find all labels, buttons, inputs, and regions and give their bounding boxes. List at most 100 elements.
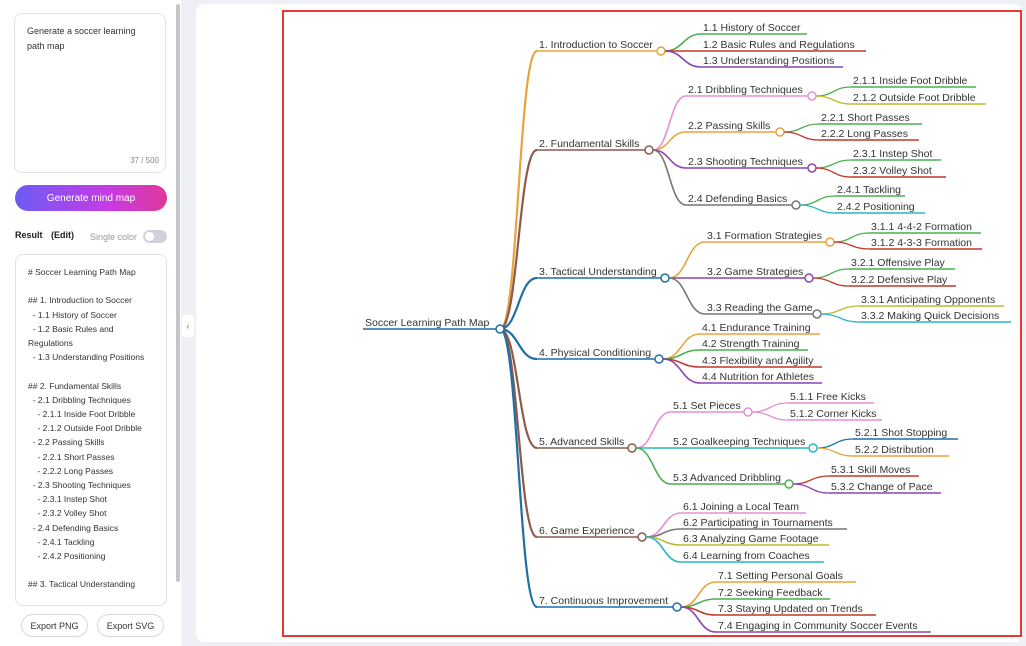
connector-line bbox=[792, 475, 830, 485]
toggle-knob bbox=[145, 232, 154, 241]
single-color-label: Single color bbox=[90, 232, 138, 242]
subtopic-node: 2.3 Shooting Techniques bbox=[688, 156, 803, 168]
connector-line bbox=[652, 131, 687, 151]
markdown-line: - 1.1 History of Soccer bbox=[28, 309, 117, 320]
single-color-toggle[interactable] bbox=[143, 230, 167, 243]
subtopic-node: 3.1 Formation Strategies bbox=[707, 230, 822, 242]
collapse-node-circle bbox=[644, 145, 654, 155]
connector-line bbox=[815, 95, 852, 105]
markdown-line bbox=[28, 279, 154, 293]
branch-node: 4. Physical Conditioning bbox=[539, 347, 651, 359]
collapse-node-circle bbox=[660, 273, 670, 283]
markdown-line: - 1.2 Basic Rules and Regulations bbox=[28, 323, 116, 349]
leaf-node: 5.2.2 Distribution bbox=[855, 444, 934, 456]
leaf-node: 2.3.2 Volley Shot bbox=[853, 165, 932, 177]
markdown-line: - 2.1 Dribbling Techniques bbox=[28, 394, 131, 405]
leaf-node: 2.4.1 Tackling bbox=[837, 184, 901, 196]
connector-line bbox=[668, 241, 706, 279]
connector-line bbox=[783, 123, 820, 133]
connector-line bbox=[662, 358, 701, 384]
subtopic-node: 4.3 Flexibility and Agility bbox=[702, 355, 814, 367]
connector-line bbox=[792, 483, 830, 494]
leaf-node: 2.1.1 Inside Foot Dribble bbox=[853, 75, 968, 87]
connector-line bbox=[812, 277, 850, 287]
connector-line bbox=[816, 447, 854, 457]
connector-line bbox=[820, 313, 860, 323]
subtopic-node: 7.1 Setting Personal Goals bbox=[718, 570, 843, 582]
leaf-node: 3.1.1 4-4-2 Formation bbox=[871, 221, 972, 233]
branch-node: 1. Introduction to Soccer bbox=[539, 39, 653, 51]
connector-line bbox=[499, 327, 538, 450]
connector-line bbox=[820, 305, 860, 315]
prompt-text: Generate a soccer learning path map bbox=[27, 26, 136, 51]
subtopic-node: 4.4 Nutrition for Athletes bbox=[702, 371, 814, 383]
markdown-line: ## 2. Fundamental Skills bbox=[28, 380, 122, 391]
generate-mind-map-button[interactable]: Generate mind map bbox=[15, 185, 167, 211]
connector-line bbox=[635, 411, 672, 449]
subtopic-node: 1.2 Basic Rules and Regulations bbox=[703, 39, 855, 51]
connector-line bbox=[833, 241, 870, 250]
export-png-button[interactable]: Export PNG bbox=[21, 614, 88, 637]
export-svg-button[interactable]: Export SVG bbox=[97, 614, 164, 637]
leaf-node: 2.3.1 Instep Shot bbox=[853, 148, 932, 160]
markdown-line: - 2.1.2 Outside Foot Dribble bbox=[28, 423, 142, 434]
connector-line bbox=[799, 204, 836, 214]
collapse-node-circle bbox=[807, 91, 817, 101]
connector-line bbox=[645, 536, 682, 563]
markdown-line: - 2.2.2 Long Passes bbox=[28, 465, 114, 476]
markdown-line: - 2.1.1 Inside Foot Dribble bbox=[28, 409, 136, 420]
collapse-panel-icon[interactable]: ‹ bbox=[182, 315, 194, 337]
leaf-node: 2.2.1 Short Passes bbox=[821, 112, 910, 124]
leaf-node: 5.3.2 Change of Pace bbox=[831, 481, 933, 493]
collapse-node-circle bbox=[637, 532, 647, 542]
prompt-textarea[interactable]: Generate a soccer learning path map 37 /… bbox=[14, 13, 166, 173]
collapse-node-circle bbox=[656, 46, 666, 56]
connector-line bbox=[664, 50, 702, 68]
connector-line bbox=[652, 95, 687, 151]
collapse-node-circle bbox=[804, 273, 814, 283]
connector-line bbox=[833, 232, 870, 243]
subtopic-node: 6.4 Learning from Coaches bbox=[683, 550, 810, 562]
markdown-line: - 2.3.2 Volley Shot bbox=[28, 508, 107, 519]
result-label: Result bbox=[15, 230, 43, 240]
connector-line bbox=[664, 33, 702, 52]
markdown-editor[interactable]: # Soccer Learning Path Map ## 1. Introdu… bbox=[15, 254, 167, 606]
collapse-node-circle bbox=[743, 407, 753, 417]
markdown-line: - 2.3 Shooting Techniques bbox=[28, 480, 131, 491]
collapse-node-circle bbox=[807, 163, 817, 173]
connector-line bbox=[751, 411, 789, 421]
markdown-line: ## 1. Introduction to Soccer bbox=[28, 295, 132, 306]
connector-line bbox=[815, 167, 852, 178]
markdown-line: - 2.4.1 Tackling bbox=[28, 536, 95, 547]
subtopic-node: 6.2 Participating in Tournaments bbox=[683, 517, 833, 529]
scrollbar[interactable] bbox=[176, 4, 180, 582]
subtopic-node: 5.3 Advanced Dribbling bbox=[673, 472, 781, 484]
subtopic-node: 7.4 Engaging in Community Soccer Events bbox=[718, 620, 918, 632]
leaf-node: 2.2.2 Long Passes bbox=[821, 128, 908, 140]
markdown-line: - 2.2 Passing Skills bbox=[28, 437, 105, 448]
collapse-node-circle bbox=[654, 354, 664, 364]
subtopic-node: 4.1 Endurance Training bbox=[702, 322, 811, 334]
leaf-node: 5.1.2 Corner Kicks bbox=[790, 408, 876, 420]
markdown-line bbox=[28, 563, 154, 577]
markdown-line bbox=[28, 364, 154, 378]
collapse-node-circle bbox=[784, 479, 794, 489]
connector-line bbox=[499, 148, 538, 331]
subtopic-node: 1.1 History of Soccer bbox=[703, 22, 801, 34]
mindmap-canvas bbox=[196, 4, 1022, 642]
collapse-node-circle bbox=[775, 127, 785, 137]
leaf-node: 3.1.2 4-3-3 Formation bbox=[871, 237, 972, 249]
markdown-line: # Soccer Learning Path Map bbox=[28, 267, 136, 277]
connector-line bbox=[652, 149, 687, 206]
subtopic-node: 7.2 Seeking Feedback bbox=[718, 587, 823, 599]
edit-link[interactable]: (Edit) bbox=[51, 230, 75, 240]
collapse-node-circle bbox=[672, 602, 682, 612]
markdown-line: - 2.2.1 Short Passes bbox=[28, 451, 115, 462]
connector-line bbox=[815, 159, 852, 169]
markdown-line: - 2.4.2 Positioning bbox=[28, 551, 106, 562]
markdown-line: - 1.3 Understanding Positions bbox=[28, 352, 145, 363]
branch-node: 6. Game Experience bbox=[539, 525, 635, 537]
markdown-line: - 2.4 Defending Basics bbox=[28, 522, 119, 533]
